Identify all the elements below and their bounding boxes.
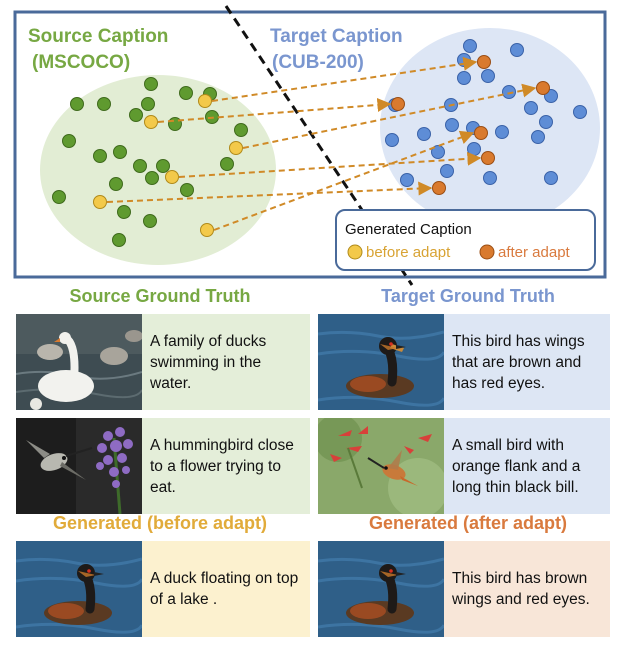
target-point: [495, 125, 509, 139]
source-point: [97, 97, 111, 111]
target-point: [417, 127, 431, 141]
target-point: [531, 130, 545, 144]
source-point: [52, 190, 66, 204]
source-point: [180, 183, 194, 197]
source-point: [179, 86, 193, 100]
legend-box: [335, 209, 596, 271]
target-caption-subtitle: (CUB-200): [272, 52, 364, 73]
grebe-photo-before: [16, 541, 142, 637]
target-point: [544, 171, 558, 185]
before-adapt-point: [144, 115, 158, 129]
target-point: [481, 69, 495, 83]
generated-before-caption: A duck floating on top of a lake .: [142, 541, 310, 637]
adaptation-arrow: [106, 181, 433, 203]
source-point: [93, 149, 107, 163]
target-point: [431, 145, 445, 159]
generated-before-example: A duck floating on top of a lake .: [16, 541, 310, 637]
source-point: [156, 159, 170, 173]
domain-divider: [224, 5, 414, 286]
generated-after-heading: Generated (after adapt): [368, 513, 568, 533]
after-adapt-point: [474, 126, 488, 140]
before-adapt-point: [198, 94, 212, 108]
after-adapt-point: [432, 181, 446, 195]
adaptation-arrow: [211, 56, 478, 102]
swan-ducks-photo: [16, 314, 142, 410]
target-caption-1: This bird has wings that are brown and h…: [444, 314, 610, 410]
source-point: [141, 97, 155, 111]
hummingbird-flower-photo: [16, 418, 142, 514]
source-point: [112, 233, 126, 247]
source-point: [117, 205, 131, 219]
generated-after-caption: This bird has brown wings and red eyes.: [444, 541, 610, 637]
target-point: [573, 105, 587, 119]
target-domain-region: [380, 28, 600, 228]
before-adapt-point: [93, 195, 107, 209]
adaptation-arrow: [213, 130, 475, 231]
source-point: [62, 134, 76, 148]
target-point: [400, 173, 414, 187]
grebe-photo: [318, 314, 444, 410]
source-point: [143, 214, 157, 228]
source-caption-1: A family of ducks swimming in the water.: [142, 314, 310, 410]
target-point: [467, 142, 481, 156]
source-caption-2: A hummingbird close to a flower trying t…: [142, 418, 310, 514]
adaptation-arrows: [106, 56, 537, 231]
target-example-hummingbird: A small bird with orange flank and a lon…: [318, 418, 610, 514]
after-adapt-point: [477, 55, 491, 69]
target-point: [463, 39, 477, 53]
source-example-ducks: A family of ducks swimming in the water.: [16, 314, 310, 410]
target-ground-truth-heading: Target Ground Truth: [381, 286, 555, 306]
generated-after-example: This bird has brown wings and red eyes.: [318, 541, 610, 637]
target-point: [440, 164, 454, 178]
source-point: [129, 108, 143, 122]
source-point: [144, 77, 158, 91]
grebe-photo-after: [318, 541, 444, 637]
rufous-hummingbird-photo: [318, 418, 444, 514]
after-adapt-point: [536, 81, 550, 95]
legend-after-label: after adapt: [498, 244, 571, 261]
target-caption-2: A small bird with orange flank and a lon…: [444, 418, 610, 514]
legend-before-marker: [347, 244, 363, 260]
target-point: [524, 101, 538, 115]
target-point: [502, 85, 516, 99]
legend-after-marker: [479, 244, 495, 260]
target-point: [385, 133, 399, 147]
source-example-hummingbird: A hummingbird close to a flower trying t…: [16, 418, 310, 514]
before-adapt-point: [229, 141, 243, 155]
source-point: [113, 145, 127, 159]
target-caption-points: [385, 39, 587, 187]
target-caption-title: Target Caption: [270, 26, 403, 47]
source-ground-truth-heading: Source Ground Truth: [69, 286, 251, 306]
legend-title: Generated Caption: [345, 221, 472, 238]
before-adapt-points: [93, 94, 243, 237]
before-adapt-point: [165, 170, 179, 184]
generated-before-heading: Generated (before adapt): [52, 513, 268, 533]
after-adapt-point: [481, 151, 495, 165]
source-point: [145, 171, 159, 185]
source-point: [220, 157, 234, 171]
target-point: [457, 71, 471, 85]
source-caption-subtitle: (MSCOCO): [32, 52, 130, 73]
source-point: [234, 123, 248, 137]
target-point: [483, 171, 497, 185]
target-example-grebe: This bird has wings that are brown and h…: [318, 314, 610, 410]
after-adapt-point: [391, 97, 405, 111]
source-point: [70, 97, 84, 111]
adaptation-arrow: [178, 151, 482, 178]
target-point: [510, 43, 524, 57]
legend-before-label: before adapt: [366, 244, 451, 261]
adaptation-arrow: [157, 97, 392, 123]
source-caption-title: Source Caption: [28, 26, 168, 47]
target-point: [539, 115, 553, 129]
source-point: [109, 177, 123, 191]
after-adapt-points: [391, 55, 550, 195]
source-point: [133, 159, 147, 173]
target-point: [445, 118, 459, 132]
before-adapt-point: [200, 223, 214, 237]
domain-adaptation-diagram: Source Caption (MSCOCO) Target Caption (…: [13, 5, 607, 286]
